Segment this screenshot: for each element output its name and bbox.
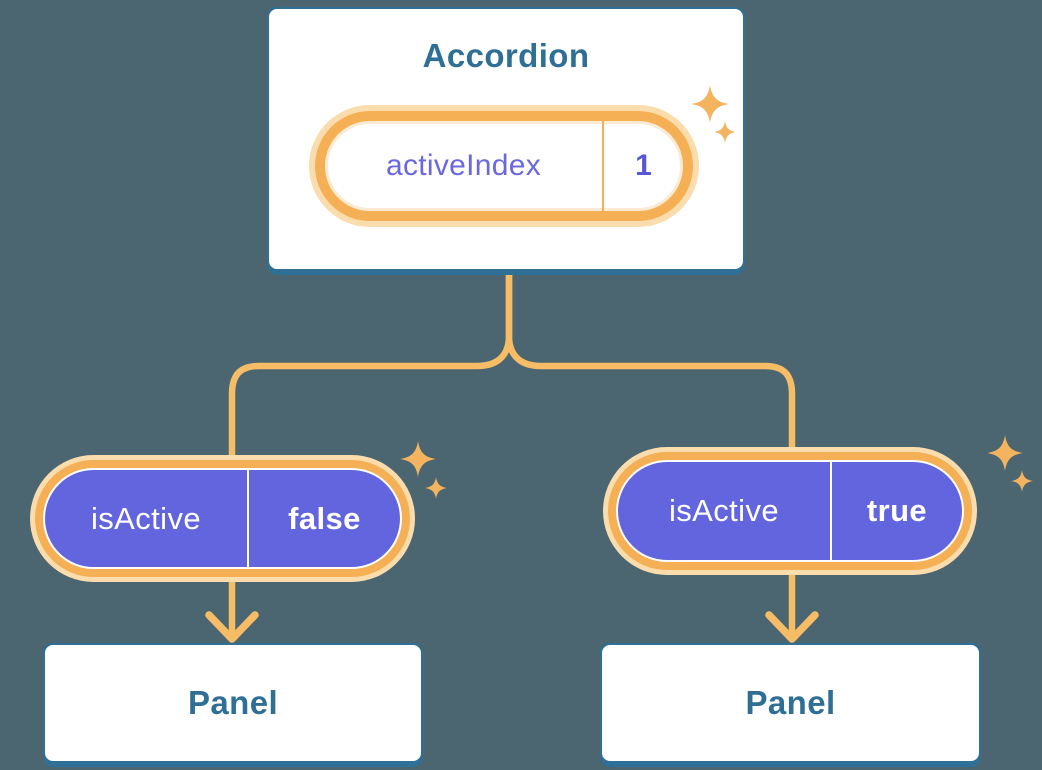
sparkle-icon	[425, 477, 447, 499]
arrow-left-head	[205, 611, 259, 643]
prop-name-left: isActive	[90, 500, 201, 536]
prop-value-left: false	[288, 500, 361, 536]
state-pill-ring: activeIndex 1	[315, 111, 693, 221]
prop-pill-right: isActive true	[603, 447, 977, 575]
prop-pill-left-body: isActive false	[43, 468, 402, 569]
prop-pill-left-ring: isActive false	[35, 460, 410, 577]
prop-pill-right-divider	[830, 462, 832, 560]
sparkle-icon	[400, 441, 436, 477]
state-value: 1	[635, 149, 652, 182]
prop-pill-left-divider	[247, 470, 249, 567]
branch-line-left	[228, 268, 513, 470]
sparkle-icon	[987, 435, 1023, 471]
arrow-right-head	[765, 611, 819, 643]
branch-line-right	[505, 268, 796, 462]
prop-value-right: true	[866, 493, 928, 528]
panel-title-right: Panel	[745, 684, 836, 721]
sparkle-icon	[691, 85, 729, 123]
accordion-component-card: Accordion activeIndex 1	[267, 7, 745, 271]
prop-pill-left: isActive false	[30, 455, 415, 582]
prop-pill-right-ring: isActive true	[608, 452, 972, 570]
panel-component-card-right: Panel	[600, 643, 981, 763]
prop-pill-right-body: isActive true	[616, 460, 964, 562]
state-pill-divider	[602, 121, 604, 211]
state-pill: activeIndex 1	[309, 105, 699, 227]
accordion-title: Accordion	[422, 37, 590, 74]
panel-title-left: Panel	[187, 684, 279, 721]
prop-name-right: isActive	[668, 493, 779, 528]
panel-component-card-left: Panel	[43, 643, 423, 763]
state-name: activeIndex	[385, 149, 542, 182]
sparkle-icon	[714, 121, 736, 143]
sparkle-icon	[1011, 470, 1033, 492]
